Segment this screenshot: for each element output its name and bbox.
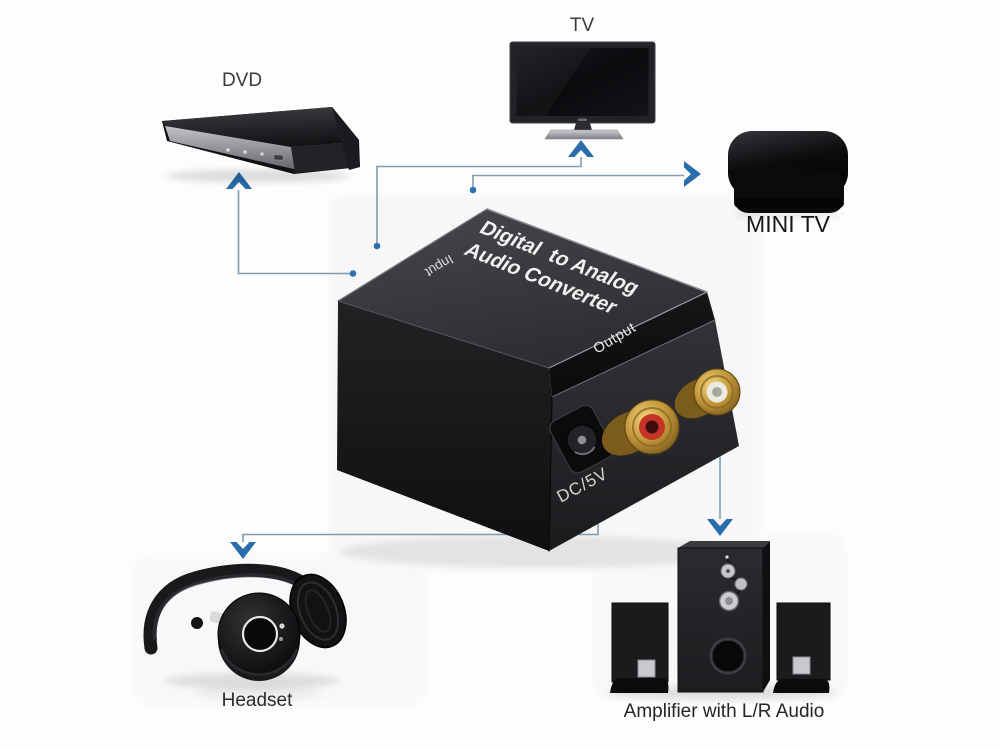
dc-power-jack	[549, 404, 614, 474]
rca-white-jack	[674, 368, 741, 419]
dot-input-tv	[373, 242, 381, 250]
rca-red-jack	[601, 399, 680, 456]
amplifier-image	[607, 541, 837, 700]
mini-tv-image	[728, 131, 848, 218]
dot-input-dvd	[349, 270, 357, 277]
tv-image	[509, 41, 656, 140]
mini-tv-label: MINI TV	[746, 211, 830, 237]
line-converter-to-dvd	[237, 190, 353, 275]
bass-port	[711, 639, 745, 673]
connector-dots	[349, 186, 477, 277]
line-converter-to-minitv	[472, 174, 684, 190]
tv-arrow-icon	[568, 140, 594, 157]
tv-label: TV	[569, 15, 595, 36]
mini-tv-arrow-icon	[684, 161, 701, 187]
satellite-speaker-right	[773, 602, 831, 693]
subwoofer	[677, 541, 770, 693]
converter-image: Digital to Analog Audio Converter Input …	[337, 208, 741, 568]
tone-knob	[734, 577, 748, 591]
dvd-label: DVD	[221, 70, 263, 91]
headset-image	[143, 563, 347, 702]
converter-top-face	[338, 209, 707, 368]
satellite-speaker-left	[610, 602, 669, 693]
amplifier-label: Amplifier with L/R Audio	[623, 701, 825, 722]
headset-label: Headset	[221, 690, 293, 711]
converter-output-strip	[549, 292, 715, 397]
line-converter-to-tv	[376, 157, 582, 246]
dvd-player-image	[162, 107, 360, 183]
dot-input-minitv	[469, 186, 477, 194]
converter-left-face	[337, 301, 552, 551]
